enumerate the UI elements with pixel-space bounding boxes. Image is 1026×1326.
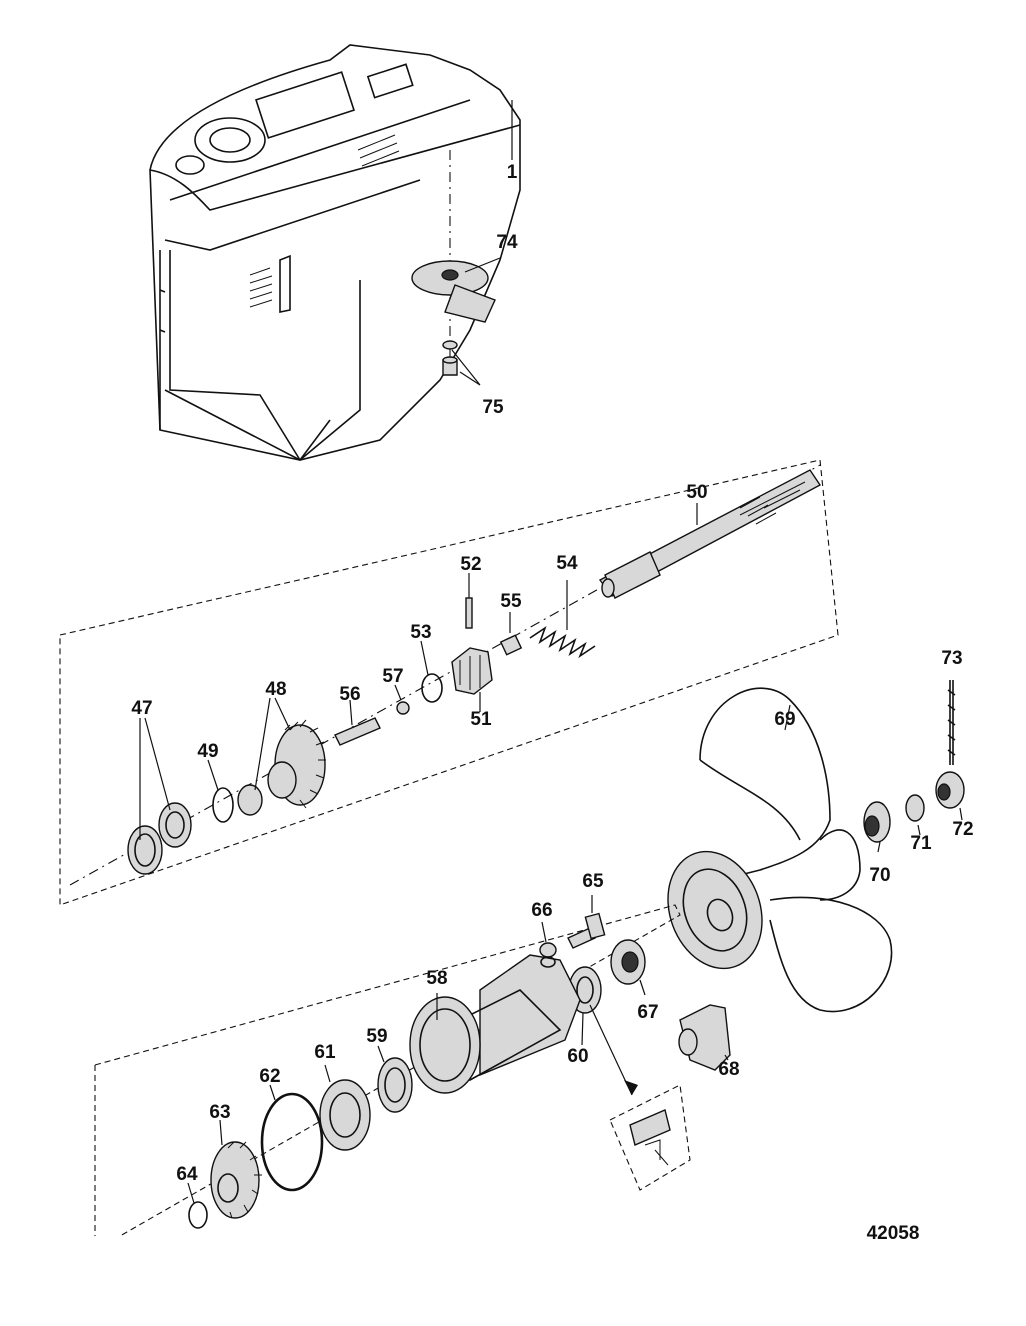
shim: [212, 787, 234, 823]
leader-72: [959, 807, 963, 821]
propeller-spacer: [863, 801, 891, 843]
callout-68: 68: [718, 1059, 739, 1080]
callout-60: 60: [567, 1046, 588, 1067]
callout-59: 59: [366, 1026, 387, 1047]
bushing: [678, 1004, 731, 1071]
cross-pin-retainer: [421, 673, 443, 703]
leader-75: [451, 349, 481, 386]
callout-63: 63: [209, 1102, 230, 1123]
spring: [529, 625, 596, 659]
leader-68: [724, 1054, 729, 1061]
leader-57: [394, 684, 402, 701]
callout-52: 52: [460, 554, 481, 575]
leader-69: [784, 704, 791, 731]
bearing-cup: [127, 802, 192, 875]
assembly-envelope-1: [59, 459, 839, 906]
leader-61: [324, 1064, 331, 1083]
callout-54: 54: [556, 553, 578, 574]
washer-bolt: [442, 340, 458, 376]
callout-49: 49: [197, 741, 218, 762]
leader-67: [639, 979, 646, 996]
clutch: [451, 647, 493, 695]
forward-gear: [267, 719, 326, 809]
propeller-nut: [935, 771, 965, 809]
propeller: [667, 687, 893, 1013]
callout-66: 66: [531, 900, 552, 921]
leader-49: [207, 759, 219, 791]
callout-73: 73: [941, 648, 962, 669]
ball-bearing: [319, 1079, 371, 1151]
reverse-shim: [188, 1201, 208, 1229]
callout-48: 48: [265, 679, 286, 700]
seal-arrow: [589, 1004, 633, 1096]
cotter-pin: [947, 680, 956, 765]
o-ring: [260, 1092, 324, 1192]
callout-53: 53: [410, 622, 431, 643]
gear-housing: [149, 44, 521, 462]
arrow-head: [624, 1080, 638, 1095]
leader-53: [420, 640, 429, 676]
leader-66: [541, 921, 547, 943]
callout-74: 74: [496, 232, 518, 253]
cross-pin: [465, 597, 473, 629]
leader-71: [917, 824, 921, 836]
seal-detail: [629, 1109, 671, 1166]
callout-55: 55: [500, 591, 522, 612]
callout-57: 57: [382, 666, 403, 687]
leader-64: [187, 1182, 195, 1204]
leader-47: [139, 717, 171, 840]
callout-75: 75: [482, 397, 504, 418]
leader-63: [219, 1119, 223, 1146]
leader-56: [349, 699, 353, 726]
callout-72: 72: [952, 819, 973, 840]
callout-64: 64: [176, 1164, 198, 1185]
propeller-shaft: [598, 469, 822, 599]
callout-67: 67: [637, 1002, 658, 1023]
washer: [539, 942, 557, 958]
trim-tab: [411, 260, 496, 323]
callout-71: 71: [910, 833, 932, 854]
needle-bearing: [377, 1057, 413, 1113]
tab-washer: [905, 794, 925, 822]
cam-follower: [334, 717, 381, 746]
callout-62: 62: [259, 1066, 280, 1087]
callout-50: 50: [686, 482, 707, 503]
diagram-id: 42058: [867, 1223, 920, 1244]
leader-62: [269, 1084, 276, 1101]
callout-1: 1: [507, 162, 518, 183]
callout-70: 70: [869, 865, 890, 886]
callout-51: 51: [470, 709, 492, 730]
leader-74: [464, 257, 501, 273]
callout-56: 56: [339, 684, 360, 705]
leader-70: [877, 841, 881, 853]
plunger: [499, 634, 523, 656]
leader-48: [254, 697, 291, 791]
leader-59: [377, 1045, 385, 1063]
callout-47: 47: [131, 698, 152, 719]
callout-61: 61: [314, 1042, 336, 1063]
seal-detail-box: [609, 1084, 691, 1191]
ball: [396, 701, 410, 715]
thrust-hub: [610, 939, 646, 985]
callout-69: 69: [774, 709, 795, 730]
callout-58: 58: [426, 968, 447, 989]
forward-bearing: [237, 784, 263, 816]
bearing-carrier: [409, 954, 581, 1094]
reverse-gear: [210, 1141, 262, 1219]
leader-60: [581, 1012, 584, 1046]
callout-65: 65: [582, 871, 604, 892]
